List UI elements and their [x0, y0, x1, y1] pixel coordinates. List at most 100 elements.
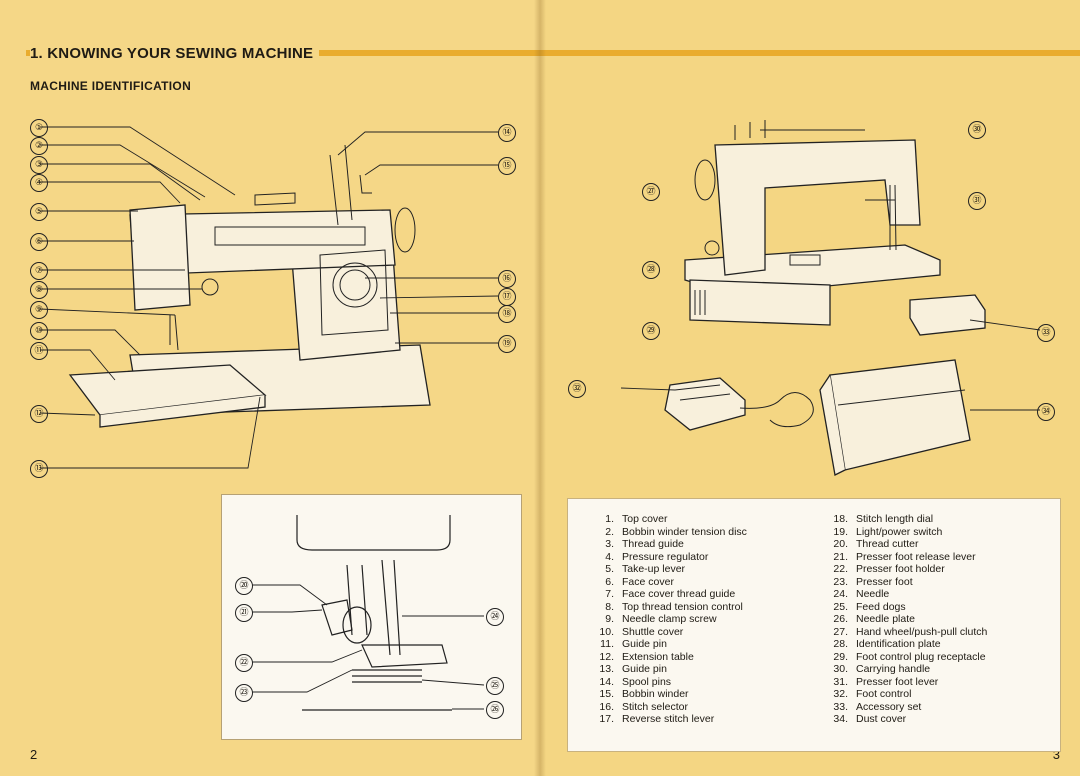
parts-list-item: 14.Spool pins	[586, 676, 747, 689]
parts-list-label: Carrying handle	[856, 663, 931, 675]
section-title: 1. KNOWING YOUR SEWING MACHINE	[30, 45, 320, 62]
parts-list-item: 3. Thread guide	[586, 538, 747, 551]
callout-4: ④	[30, 174, 48, 192]
parts-list-number: 4.	[605, 550, 614, 563]
callout-21: ㉑	[235, 604, 253, 622]
parts-list-label: Foot control plug receptacle	[856, 650, 986, 663]
callout-9: ⑨	[30, 301, 48, 319]
parts-list-item: 8.Top thread tension control	[586, 601, 747, 614]
parts-list-label: Light/power switch	[856, 525, 943, 538]
parts-list-item: 17.Reverse stitch lever	[586, 713, 747, 726]
callout-34: ㉞	[1037, 403, 1055, 421]
accessories-illustration	[620, 294, 1041, 476]
parts-list-label: Bobbin winder	[622, 688, 689, 700]
page-number-right: 3	[1052, 747, 1060, 762]
callout-13: ⑬	[30, 460, 48, 478]
callout-12: ⑫	[30, 405, 48, 423]
parts-list-item: 25.Feed dogs	[820, 601, 987, 614]
callout-33: ㉝	[1037, 324, 1055, 342]
center-fold	[534, 0, 546, 776]
parts-list-number: 30.	[833, 663, 848, 675]
parts-list-number: 11.	[600, 638, 614, 650]
parts-list-number: 17.	[599, 713, 614, 725]
parts-list-item: 19.Light/power switch	[820, 526, 987, 539]
parts-list-number: 29.	[833, 650, 848, 663]
parts-list-label: Feed dogs	[856, 600, 906, 613]
callout-8: ⑧	[30, 281, 48, 299]
parts-list-label: Take-up lever	[622, 563, 686, 575]
page-number-left: 2	[30, 747, 38, 762]
parts-list-item: 21.Presser foot release lever	[820, 551, 987, 564]
parts-list-number: 14.	[599, 675, 614, 688]
parts-list-item: 16.Stitch selector	[586, 701, 747, 714]
parts-list-label: Accessory set	[856, 700, 922, 713]
parts-list-item: 31.Presser foot lever	[820, 676, 987, 689]
parts-list-item: 5.Take-up lever	[586, 563, 747, 576]
parts-list-item: 20.Thread cutter	[820, 538, 987, 551]
parts-list-item: 32. Foot control	[820, 688, 987, 701]
parts-list-label: Presser foot release lever	[856, 550, 976, 563]
parts-list-number: 23.	[833, 575, 848, 588]
callout-18: ⑱	[498, 305, 516, 323]
parts-list-label: Face cover thread guide	[622, 588, 736, 600]
parts-list-item: 6.Face cover	[586, 576, 747, 589]
parts-list-item: 23. Presser foot	[820, 576, 987, 589]
parts-list-label: Needle	[856, 588, 890, 600]
parts-list-item: 27.Hand wheel/push-pull clutch	[820, 626, 987, 639]
callout-3: ③	[30, 156, 48, 174]
parts-list-label: Face cover	[622, 575, 674, 588]
parts-list-label: Hand wheel/push-pull clutch	[856, 625, 988, 638]
callout-31: ㉛	[968, 192, 986, 210]
front-view-machine-illustration	[39, 126, 499, 469]
parts-list-number: 33.	[833, 700, 848, 713]
parts-list-item: 12. Extension table	[586, 651, 747, 664]
callout-24: ㉔	[486, 608, 504, 626]
parts-list-label: Top cover	[622, 513, 668, 525]
parts-list-number: 34.	[833, 713, 848, 725]
parts-list-item: 9.Needle clamp screw	[586, 613, 747, 626]
callout-28: ㉘	[642, 261, 660, 279]
callout-1: ①	[30, 119, 48, 137]
parts-list-number: 13.	[599, 663, 614, 675]
callout-5: ⑤	[30, 203, 48, 221]
callout-14: ⑭	[498, 124, 516, 142]
parts-list-number: 18.	[833, 513, 848, 525]
parts-list-item: 34.Dust cover	[820, 713, 987, 726]
parts-list-label: Stitch selector	[622, 700, 688, 713]
parts-list-number: 1.	[605, 513, 614, 525]
parts-list-item: 26.Needle plate	[820, 613, 987, 626]
callout-15: ⑮	[498, 157, 516, 175]
callout-29: ㉙	[642, 322, 660, 340]
callout-26: ㉖	[486, 701, 504, 719]
parts-list-label: Thread guide	[622, 538, 684, 550]
parts-list-label: Presser foot	[856, 575, 913, 588]
parts-list-label: Extension table	[622, 650, 694, 663]
parts-list-label: Needle clamp screw	[622, 613, 717, 625]
parts-list-label: Presser foot holder	[856, 563, 945, 575]
parts-list-item: 24.Needle	[820, 588, 987, 601]
presser-foot-detail-inset: ⑳ ㉑ ㉒ ㉓ ㉔ ㉕ ㉖	[221, 494, 522, 740]
parts-list-number: 3.	[605, 538, 614, 550]
callout-32: ㉜	[568, 380, 586, 398]
parts-list-number: 32.	[833, 688, 848, 700]
callout-16: ⑯	[498, 270, 516, 288]
callout-11: ⑪	[30, 342, 48, 360]
callout-23: ㉓	[235, 684, 253, 702]
callout-2: ②	[30, 137, 48, 155]
parts-list-label: Foot control	[856, 688, 912, 700]
parts-list-item: 1. Top cover	[586, 513, 747, 526]
callout-6: ⑥	[30, 233, 48, 251]
parts-list-item: 33. Accessory set	[820, 701, 987, 714]
callout-7: ⑦	[30, 262, 48, 280]
parts-list-number: 8.	[605, 600, 614, 613]
callout-30: ㉚	[968, 121, 986, 139]
parts-list-item: 11.Guide pin	[586, 638, 747, 651]
parts-list-item: 2.Bobbin winder tension disc	[586, 526, 747, 539]
parts-list-label: Needle plate	[856, 613, 915, 625]
parts-list-number: 12.	[599, 650, 614, 663]
parts-list-item: 13.Guide pin	[586, 663, 747, 676]
parts-list-label: Identification plate	[856, 638, 941, 650]
